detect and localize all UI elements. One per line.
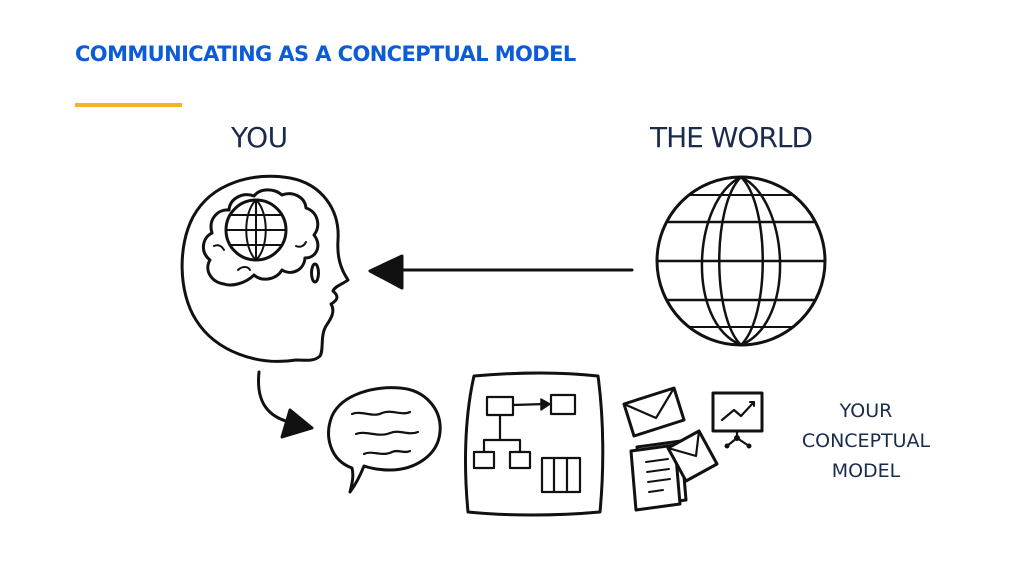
curved-arrow-icon — [256, 370, 314, 439]
title-accent-rule — [75, 103, 182, 107]
label-model-line-1: YOUR — [839, 400, 893, 422]
globe-icon — [655, 175, 827, 347]
brain-globe-icon — [202, 188, 320, 287]
label-the-world: THE WORLD — [650, 121, 813, 154]
envelope-icon — [622, 386, 686, 438]
speech-bubble-icon — [327, 386, 442, 494]
envelope-icon — [666, 429, 719, 483]
arrow-left-icon — [368, 254, 634, 290]
head-icon — [180, 174, 350, 363]
label-your-conceptual-model: YOUR CONCEPTUAL MODEL — [781, 396, 951, 486]
label-model-line-3: MODEL — [831, 460, 901, 482]
slide-title: COMMUNICATING AS A CONCEPTUAL MODEL — [75, 42, 576, 66]
presentation-easel-icon — [711, 391, 764, 449]
label-model-line-2: CONCEPTUAL — [801, 430, 931, 452]
label-you: YOU — [231, 121, 288, 154]
diagram-board-icon — [464, 371, 605, 517]
